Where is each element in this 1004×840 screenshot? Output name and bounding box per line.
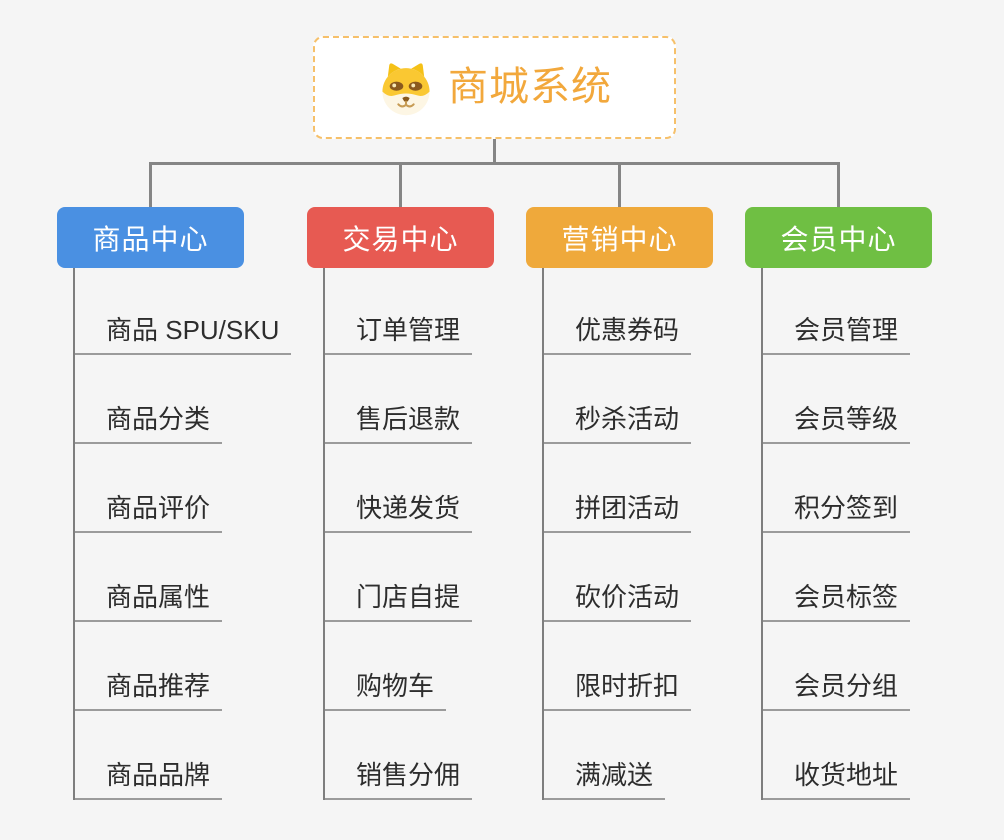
mindmap-node[interactable]: 积分签到 (763, 491, 911, 533)
doge-face-icon (382, 62, 430, 115)
branch-label: 商品中心 (92, 223, 209, 255)
mindmap-node[interactable]: 会员标签 (763, 580, 911, 622)
mindmap-node[interactable]: 商品 SPU/SKU (75, 313, 292, 355)
branch-label: 营销中心 (561, 223, 678, 255)
mindmap-node[interactable]: 购物车 (325, 669, 447, 711)
connector-drop-products (149, 162, 152, 207)
branch-items-marketing: 优惠券码 秒杀活动 拼团活动 砍价活动 限时折扣 满减送 (542, 268, 784, 800)
connector-drop-trade (399, 162, 402, 207)
mindmap-node[interactable]: 拼团活动 (544, 491, 692, 533)
root-title: 商城系统 (448, 64, 612, 109)
mindmap-node[interactable]: 秒杀活动 (544, 402, 692, 444)
mindmap-node[interactable]: 满减送 (544, 758, 666, 800)
mindmap-node[interactable]: 优惠券码 (544, 313, 692, 355)
branch-label: 交易中心 (342, 223, 459, 255)
mindmap-node[interactable]: 会员分组 (763, 669, 911, 711)
mindmap-node[interactable]: 商品属性 (75, 580, 223, 622)
mindmap-node[interactable]: 商品推荐 (75, 669, 223, 711)
branch-header-members[interactable]: 会员中心 (745, 207, 932, 268)
connector-drop-members (837, 162, 840, 207)
mindmap-node[interactable]: 商品分类 (75, 402, 223, 444)
mindmap-node[interactable]: 收货地址 (763, 758, 911, 800)
mindmap-node[interactable]: 会员等级 (763, 402, 911, 444)
mindmap-node[interactable]: 商品品牌 (75, 758, 223, 800)
mindmap-node[interactable]: 门店自提 (325, 580, 473, 622)
root-node[interactable]: 商城系统 (313, 36, 676, 139)
mindmap-node[interactable]: 砍价活动 (544, 580, 692, 622)
branch-header-trade[interactable]: 交易中心 (307, 207, 494, 268)
mindmap-node[interactable]: 商品评价 (75, 491, 223, 533)
branch-items-members: 会员管理 会员等级 积分签到 会员标签 会员分组 收货地址 (761, 268, 1003, 800)
mindmap-node[interactable]: 会员管理 (763, 313, 911, 355)
branch-header-marketing[interactable]: 营销中心 (526, 207, 713, 268)
branch-items-products: 商品 SPU/SKU 商品分类 商品评价 商品属性 商品推荐 商品品牌 (73, 268, 315, 800)
branch-items-trade: 订单管理 售后退款 快递发货 门店自提 购物车 销售分佣 (323, 268, 565, 800)
mindmap-node[interactable]: 售后退款 (325, 402, 473, 444)
mindmap-node[interactable]: 订单管理 (325, 313, 473, 355)
connector-bus (149, 162, 840, 165)
mindmap-node[interactable]: 限时折扣 (544, 669, 692, 711)
mindmap-node[interactable]: 销售分佣 (325, 758, 473, 800)
branch-label: 会员中心 (780, 223, 897, 255)
mindmap-node[interactable]: 快递发货 (325, 491, 473, 533)
branch-header-products[interactable]: 商品中心 (57, 207, 244, 268)
connector-root-stem (493, 139, 496, 164)
connector-drop-marketing (618, 162, 621, 207)
